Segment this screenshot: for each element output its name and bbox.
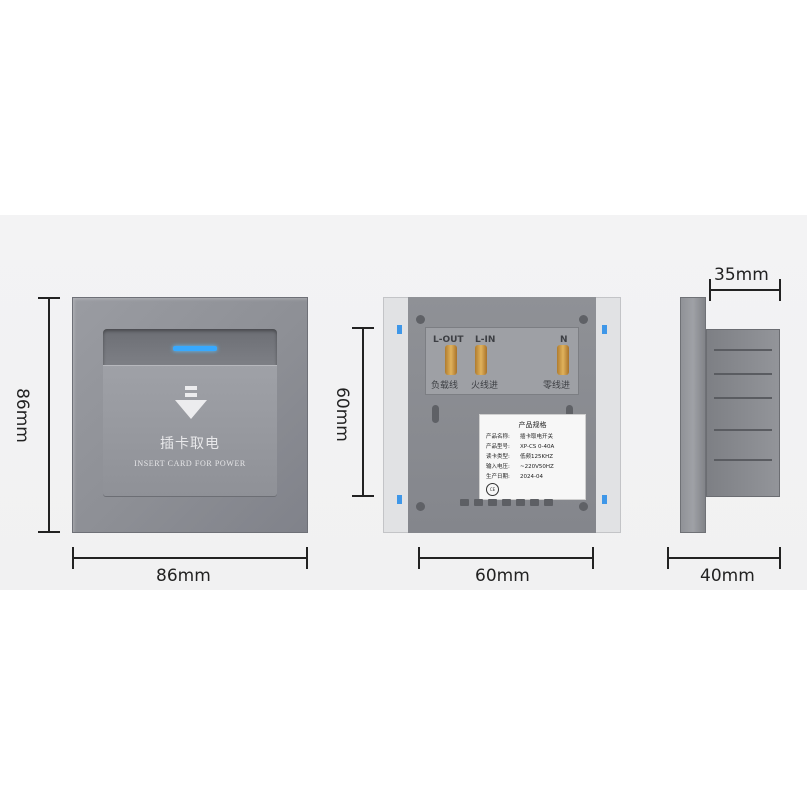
side-faceplate <box>680 297 706 533</box>
terminal-label-l-in: L-IN <box>475 335 496 345</box>
front-height-cap-top <box>38 297 60 299</box>
spec-key: 生产日期: <box>486 474 510 480</box>
spec-key: 输入电压: <box>486 464 510 470</box>
front-width-label: 86mm <box>156 566 211 586</box>
back-height-cap-bottom <box>352 495 374 497</box>
spec-key: 产品名称: <box>486 434 510 440</box>
side-depth-top-cap-left <box>709 279 711 301</box>
terminal-desc-l-out: 负载线 <box>431 381 459 391</box>
clip-tab <box>602 495 607 504</box>
side-depth-top-dimension-line <box>710 289 780 291</box>
screw-hole <box>416 502 425 511</box>
terminal-screw-l-in <box>475 345 487 375</box>
side-depth-bottom-cap-right <box>779 547 781 569</box>
side-housing <box>706 329 780 497</box>
front-height-dimension-line <box>48 298 50 532</box>
front-width-dimension-line <box>73 557 307 559</box>
front-height-label: 86mm <box>11 388 32 443</box>
card-label-chinese: 插卡取电 <box>160 436 220 452</box>
vent-slot <box>474 499 483 506</box>
side-depth-bottom-label: 40mm <box>700 566 755 586</box>
vent-slot <box>530 499 539 506</box>
housing-rib <box>714 429 772 431</box>
front-faceplate: 插卡取电 INSERT CARD FOR POWER <box>72 297 308 533</box>
terminal-block: L-OUT L-IN N 负载线 火线进 零线进 <box>425 327 579 395</box>
terminal-screw-l-out <box>445 345 457 375</box>
spec-value: ~220V50HZ <box>520 464 554 470</box>
back-width-dimension-line <box>419 557 593 559</box>
terminal-desc-l-in: 火线进 <box>471 381 499 391</box>
terminal-screw-n <box>557 345 569 375</box>
card-insert-panel: 插卡取电 INSERT CARD FOR POWER <box>103 365 277 496</box>
spec-value: 2024-04 <box>520 474 543 480</box>
housing-rib <box>714 459 772 461</box>
clip-tab <box>397 325 402 334</box>
terminal-desc-n: 零线进 <box>543 381 571 391</box>
mounting-slot <box>566 405 573 423</box>
spec-row: 产品名称: 插卡取电开关 <box>486 432 553 440</box>
back-width-label: 60mm <box>475 566 530 586</box>
screw-hole <box>579 315 588 324</box>
vent-slot <box>460 499 469 506</box>
vent-slot <box>516 499 525 506</box>
spec-row: 读卡类型: 低频125KHZ <box>486 452 553 460</box>
terminal-label-l-out: L-OUT <box>433 335 464 345</box>
back-height-dimension-line <box>362 328 364 496</box>
housing-rib <box>714 397 772 399</box>
back-width-cap-left <box>418 547 420 569</box>
vent-slot <box>502 499 511 506</box>
vent-slot <box>488 499 497 506</box>
rear-housing: L-OUT L-IN N 负载线 火线进 零线进 产品规格 产品名称: 插卡取电开… <box>408 297 596 533</box>
power-led-indicator <box>173 346 217 351</box>
down-arrow-icon <box>175 386 207 419</box>
housing-rib <box>714 349 772 351</box>
side-depth-bottom-dimension-line <box>668 557 780 559</box>
spec-value: XP-CS 0-40A <box>520 444 555 450</box>
front-width-cap-right <box>306 547 308 569</box>
spec-value: 低频125KHZ <box>520 454 554 460</box>
side-depth-top-label: 35mm <box>714 265 769 285</box>
clip-tab <box>397 495 402 504</box>
front-height-cap-bottom <box>38 531 60 533</box>
card-label-english: INSERT CARD FOR POWER <box>134 459 246 468</box>
mounting-slot <box>432 405 439 423</box>
back-width-cap-right <box>592 547 594 569</box>
side-depth-top-cap-right <box>779 279 781 301</box>
back-height-label: 60mm <box>331 387 352 442</box>
screw-hole <box>579 502 588 511</box>
housing-rib <box>714 373 772 375</box>
spec-row: 生产日期: 2024-04 <box>486 472 543 480</box>
back-mounting-plate: L-OUT L-IN N 负载线 火线进 零线进 产品规格 产品名称: 插卡取电开… <box>383 297 621 533</box>
back-height-cap-top <box>352 327 374 329</box>
product-spec-label: 产品规格 产品名称: 插卡取电开关 产品型号: XP-CS 0-40A 读卡类型: 低… <box>480 415 585 499</box>
spec-row: 产品型号: XP-CS 0-40A <box>486 442 554 450</box>
spec-value: 插卡取电开关 <box>520 434 554 440</box>
spec-row: 输入电压: ~220V50HZ <box>486 462 554 470</box>
screw-hole <box>416 315 425 324</box>
spec-title: 产品规格 <box>518 421 547 429</box>
vent-slot <box>544 499 553 506</box>
spec-key: 产品型号: <box>486 444 510 450</box>
side-depth-bottom-cap-left <box>667 547 669 569</box>
front-width-cap-left <box>72 547 74 569</box>
terminal-label-n: N <box>560 335 568 345</box>
certification-badge: CE <box>486 483 499 496</box>
spec-key: 读卡类型: <box>486 454 510 460</box>
card-slot <box>103 329 277 367</box>
clip-tab <box>602 325 607 334</box>
